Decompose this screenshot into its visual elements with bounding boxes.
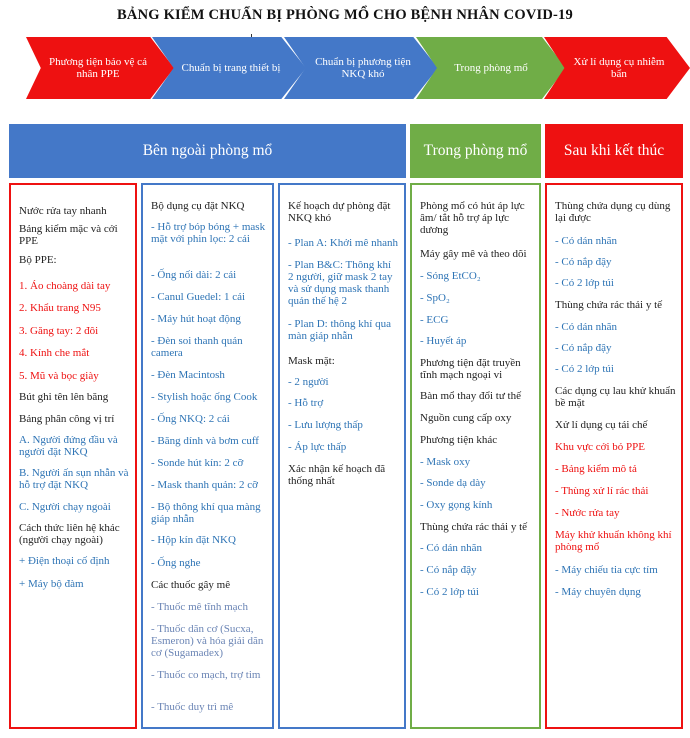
column-operating-room: Phòng mổ có hút áp lực âm/ tắt hỗ trợ áp…	[410, 183, 541, 729]
list-item: - Hộp kín đặt NKQ	[151, 534, 236, 546]
column-difficult-airway: Kế hoạch dự phòng đặt NKQ khó - Plan A: K…	[278, 183, 406, 729]
list-item: - Có nắp đậy	[420, 564, 477, 576]
list-item: - Băng dính và bơm cuff	[151, 435, 259, 447]
list-item: - Plan A: Khởi mê nhanh	[288, 237, 398, 249]
list-item: Máy gây mê và theo dõi	[420, 248, 527, 260]
page-title: BẢNG KIỂM CHUẨN BỊ PHÒNG MỔ CHO BỆNH NHÂ…	[117, 7, 573, 23]
step-arrow-difficult-airway: Chuẩn bị phương tiện NKQ khó	[284, 37, 438, 99]
list-item: 3. Găng tay: 2 đôi	[19, 325, 99, 337]
step-label: Trong phòng mổ	[454, 62, 528, 74]
list-item: Kế hoạch dự phòng đặt NKQ khó	[288, 200, 391, 224]
list-item: Thùng chứa rác thải y tế	[555, 299, 663, 311]
list-item: - Bảng kiểm mô tả	[555, 463, 637, 475]
list-item: - Máy chiếu tia cực tím	[555, 564, 658, 576]
step-arrow-equipment: Chuẩn bị trang thiết bị	[152, 37, 306, 99]
header-after-finish: Sau khi kết thúc	[545, 124, 683, 178]
list-item: - Mask thanh quản: 2 cỡ	[151, 479, 258, 491]
list-item: Xử lí dụng cụ tái chế	[555, 419, 648, 431]
list-item: - ECG	[420, 314, 449, 326]
list-item: - Nước rửa tay	[555, 507, 620, 519]
column-after-finish: Thùng chứa dụng cụ dùng lại được - Có dán…	[545, 183, 683, 729]
list-item: - Áp lực thấp	[288, 441, 347, 453]
list-item: - Thùng xử lí rác thải	[555, 485, 649, 497]
list-item: - Sonde dạ dày	[420, 477, 486, 489]
list-item: - Máy hút hoạt động	[151, 313, 241, 325]
step-arrow-contaminated-tools: Xử lí dụng cụ nhiễm bẩn	[544, 37, 690, 99]
list-item: - Máy chuyên dụng	[555, 586, 641, 598]
list-item: - Stylish hoặc ống Cook	[151, 391, 258, 403]
list-item: Xác nhận kế hoạch đã thống nhất	[288, 463, 386, 487]
list-item: Phương tiện khác	[420, 434, 498, 446]
list-item: Thùng chứa dụng cụ dùng lại được	[555, 200, 671, 224]
list-item: - Hỗ trợ	[288, 397, 324, 409]
step-arrow-operating-room: Trong phòng mổ	[416, 37, 566, 99]
list-item: - Có dán nhãn	[555, 235, 618, 247]
list-item: - Lưu lượng thấp	[288, 419, 363, 431]
list-item: - Có dán nhãn	[420, 542, 483, 554]
list-item: - Đèn Macintosh	[151, 369, 225, 381]
list-item: Nguồn cung cấp oxy	[420, 412, 512, 424]
list-item: Bàn mổ thay đổi tư thế	[420, 390, 521, 402]
list-item: Phòng mổ có hút áp lực âm/ tắt hỗ trợ áp…	[420, 200, 525, 236]
list-item: - Mask oxy	[420, 456, 471, 468]
list-item: - Có nắp đậy	[555, 256, 612, 268]
list-item: Bộ PPE:	[19, 254, 57, 266]
list-item: B. Người ấn sụn nhẫn và hỗ trợ đặt NKQ	[19, 467, 129, 491]
list-item: Bảng phân công vị trí	[19, 413, 115, 425]
header-inside-room: Trong phòng mổ	[410, 124, 541, 178]
step-label: Xử lí dụng cụ nhiễm bẩn	[573, 56, 665, 80]
list-item: - Thuốc mê tĩnh mạch	[151, 601, 248, 613]
list-item: - Có dán nhãn	[555, 321, 618, 333]
list-item: - Có 2 lớp túi	[420, 586, 479, 598]
list-item: 1. Áo choàng dài tay	[19, 280, 111, 292]
list-item: - Plan B&C: Thông khí 2 người, giữ mask …	[288, 259, 393, 307]
list-item: 4. Kính che mắt	[19, 347, 90, 359]
step-label: Chuẩn bị phương tiện NKQ khó	[315, 56, 411, 80]
step-arrow-ppe: Phương tiện bảo vệ cá nhân PPE	[26, 37, 174, 99]
list-item: - Bộ thông khí qua màng giáp nhẫn	[151, 501, 261, 525]
list-item: - SpO₂	[420, 292, 450, 304]
list-item: Nước rửa tay nhanh	[19, 205, 107, 217]
list-item: Cách thức liên hệ khác (người chạy ngoài…	[19, 522, 120, 546]
list-item: Phương tiện đặt truyền tĩnh mạch ngoại v…	[420, 357, 521, 381]
list-item: - Có 2 lớp túi	[555, 277, 614, 289]
list-item: - Thuốc duy trì mê	[151, 701, 234, 713]
list-item: - 2 người	[288, 376, 329, 388]
list-item: Mask mặt:	[288, 355, 335, 367]
header-outside-room: Bên ngoài phòng mổ	[9, 124, 406, 178]
list-item: C. Người chạy ngoài	[19, 501, 111, 513]
list-item: + Máy bộ đàm	[19, 578, 84, 590]
list-item: - Đèn soi thanh quản camera	[151, 335, 243, 359]
list-item: - Ống nối dài: 2 cái	[151, 269, 237, 281]
list-item: + Điện thoại cố định	[19, 555, 110, 567]
list-item: - Sóng EtCO₂	[420, 270, 481, 282]
list-item: - Thuốc co mạch, trợ tim	[151, 669, 261, 681]
list-item: 2. Khẩu trang N95	[19, 302, 101, 314]
list-item: - Ống nghe	[151, 557, 201, 569]
list-item: - Canul Guedel: 1 cái	[151, 291, 246, 303]
list-item: Khu vực cởi bỏ PPE	[555, 441, 645, 453]
step-label: Phương tiện bảo vệ cá nhân PPE	[49, 56, 147, 80]
list-item: - Hỗ trợ bóp bóng + mask mặt với phin lọ…	[151, 221, 266, 245]
list-item: - Plan D: thông khí qua màn giáp nhẫn	[288, 318, 391, 342]
list-item: - Sonde hút kín: 2 cỡ	[151, 457, 244, 469]
list-item: 5. Mũ và bọc giày	[19, 370, 99, 382]
list-item: Bộ dụng cụ đặt NKQ	[151, 200, 245, 212]
column-equipment: Bộ dụng cụ đặt NKQ - Hỗ trợ bóp bóng + ma…	[141, 183, 274, 729]
list-item: - Có nắp đậy	[555, 342, 612, 354]
list-item: A. Người đứng đầu và người đặt NKQ	[19, 434, 118, 458]
list-item: Thùng chứa rác thải y tế	[420, 521, 528, 533]
list-item: - Có 2 lớp túi	[555, 363, 614, 375]
list-item: - Ống NKQ: 2 cái	[151, 413, 230, 425]
list-item: Các thuốc gây mê	[151, 579, 231, 591]
list-item: - Huyết áp	[420, 335, 467, 347]
list-item: Bảng kiểm mặc và cởi PPE	[19, 223, 118, 247]
list-item: - Oxy gọng kính	[420, 499, 493, 511]
list-item: Máy khử khuẩn không khí phòng mổ	[555, 529, 672, 553]
list-item: Các dụng cụ lau khử khuẩn bề mặt	[555, 385, 676, 409]
list-item: Bút ghi tên lên băng	[19, 391, 109, 403]
list-item: - Thuốc dãn cơ (Sucxa, Esmeron) và hóa g…	[151, 623, 264, 659]
step-label: Chuẩn bị trang thiết bị	[181, 62, 281, 74]
